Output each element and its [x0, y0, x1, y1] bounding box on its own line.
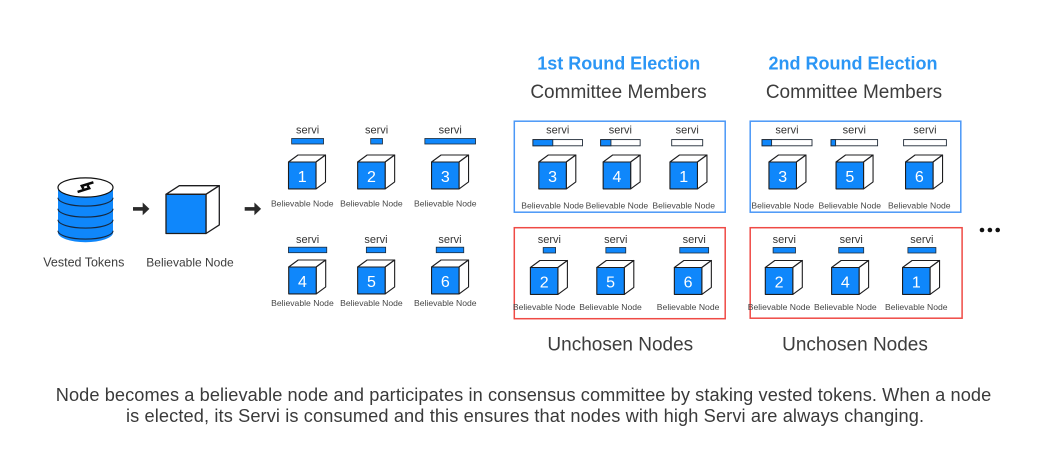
- svg-text:Believable Node: Believable Node: [748, 302, 811, 312]
- svg-text:servi: servi: [365, 125, 388, 137]
- svg-text:Believable Node: Believable Node: [657, 302, 720, 312]
- svg-text:Node becomes a believable node: Node becomes a believable node and parti…: [56, 385, 992, 405]
- svg-text:servi: servi: [296, 125, 319, 137]
- svg-text:Vested Tokens: Vested Tokens: [43, 256, 124, 270]
- svg-text:Believable Node: Believable Node: [751, 201, 814, 211]
- svg-text:Believable Node: Believable Node: [521, 201, 584, 211]
- svg-text:Committee Members: Committee Members: [766, 82, 942, 103]
- svg-text:Believable Node: Believable Node: [814, 302, 877, 312]
- svg-text:5: 5: [606, 274, 615, 291]
- svg-text:servi: servi: [910, 234, 933, 246]
- svg-text:6: 6: [441, 274, 450, 291]
- svg-text:2: 2: [540, 274, 549, 291]
- svg-text:servi: servi: [609, 125, 632, 137]
- svg-text:Believable Node: Believable Node: [586, 201, 649, 211]
- svg-text:2nd Round Election: 2nd Round Election: [769, 54, 938, 74]
- svg-text:5: 5: [367, 274, 376, 291]
- svg-text:3: 3: [778, 169, 787, 186]
- svg-text:4: 4: [298, 274, 307, 291]
- svg-text:is elected, its Servi is consu: is elected, its Servi is consumed and th…: [126, 406, 924, 426]
- svg-text:servi: servi: [775, 125, 798, 137]
- svg-text:servi: servi: [538, 234, 561, 246]
- svg-text:servi: servi: [913, 125, 936, 137]
- svg-text:servi: servi: [364, 234, 387, 246]
- svg-text:4: 4: [841, 274, 850, 291]
- svg-text:servi: servi: [546, 125, 569, 137]
- svg-text:Believable Node: Believable Node: [513, 302, 576, 312]
- svg-text:Believable Node: Believable Node: [414, 198, 477, 208]
- svg-text:6: 6: [684, 274, 693, 291]
- svg-text:servi: servi: [843, 125, 866, 137]
- svg-text:Believable Node: Believable Node: [819, 201, 882, 211]
- svg-text:5: 5: [845, 169, 854, 186]
- svg-text:Believable Node: Believable Node: [652, 201, 715, 211]
- svg-text:Believable Node: Believable Node: [888, 201, 951, 211]
- svg-text:Believable Node: Believable Node: [885, 302, 948, 312]
- svg-text:Believable Node: Believable Node: [271, 298, 334, 308]
- svg-text:1: 1: [298, 169, 307, 186]
- svg-text:servi: servi: [840, 234, 863, 246]
- svg-text:servi: servi: [676, 125, 699, 137]
- svg-text:servi: servi: [439, 125, 462, 137]
- svg-text:1st Round Election: 1st Round Election: [537, 54, 700, 74]
- svg-text:Unchosen Nodes: Unchosen Nodes: [782, 334, 928, 355]
- svg-text:Unchosen Nodes: Unchosen Nodes: [547, 334, 693, 355]
- svg-text:servi: servi: [296, 234, 319, 246]
- svg-text:servi: servi: [438, 234, 461, 246]
- svg-text:2: 2: [367, 169, 376, 186]
- svg-text:6: 6: [915, 169, 924, 186]
- svg-text:Believable Node: Believable Node: [340, 298, 403, 308]
- svg-text:1: 1: [912, 274, 921, 291]
- svg-text:Committee Members: Committee Members: [530, 82, 706, 103]
- svg-text:3: 3: [548, 169, 557, 186]
- svg-text:servi: servi: [604, 234, 627, 246]
- svg-text:1: 1: [679, 169, 688, 186]
- svg-text:Believable Node: Believable Node: [340, 198, 403, 208]
- svg-text:Believable Node: Believable Node: [414, 298, 477, 308]
- svg-text:4: 4: [612, 169, 621, 186]
- svg-text:Believable Node: Believable Node: [271, 198, 334, 208]
- svg-text:3: 3: [441, 169, 450, 186]
- svg-text:Believable Node: Believable Node: [146, 256, 234, 270]
- svg-text:servi: servi: [683, 234, 706, 246]
- svg-text:servi: servi: [773, 234, 796, 246]
- svg-text:Believable Node: Believable Node: [579, 302, 642, 312]
- svg-text:2: 2: [775, 274, 784, 291]
